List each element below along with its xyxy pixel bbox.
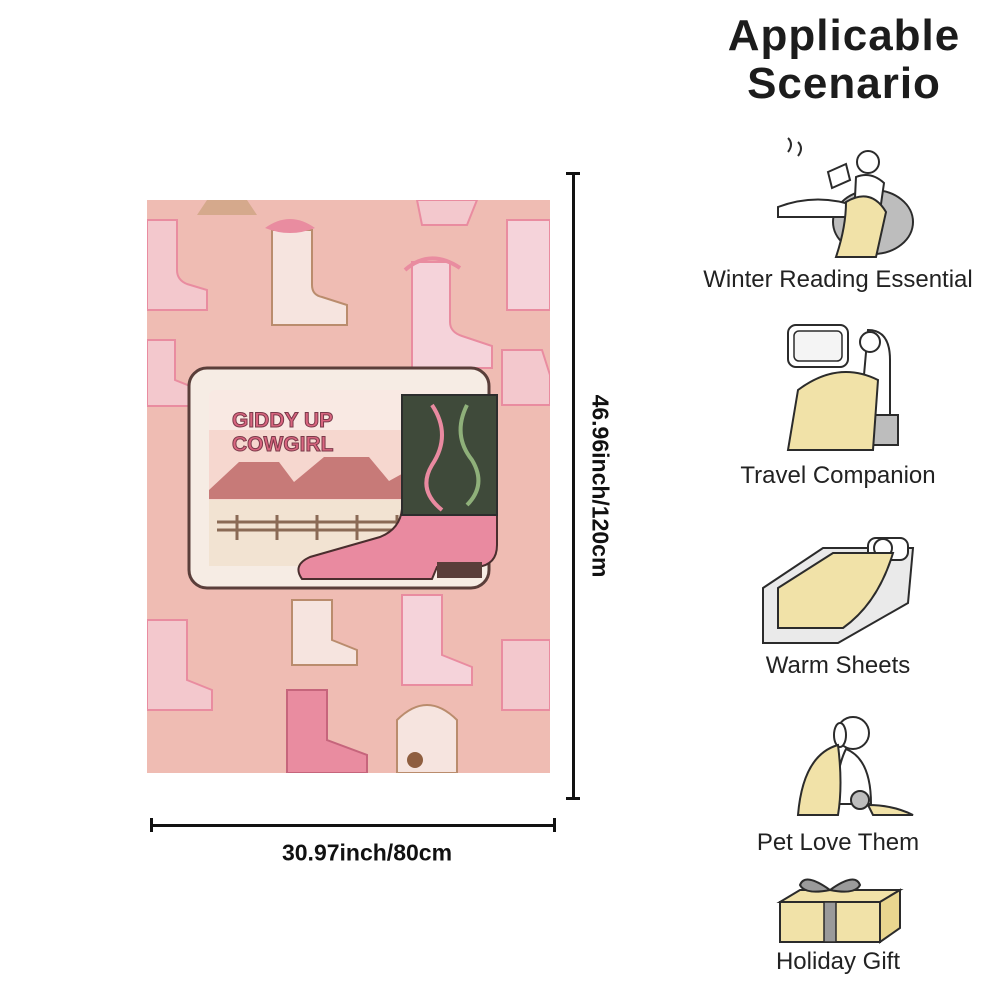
width-dimension-line [150, 818, 556, 832]
blanket-print: GIDDY UP COWGIRL [147, 200, 550, 773]
height-dimension-line [566, 172, 580, 800]
person-reading-on-sofa-icon [777, 137, 914, 258]
height-dimension-label: 46.96inch/120cm [587, 394, 614, 578]
scenario-holiday-gift: Holiday Gift [690, 872, 986, 976]
scenario-label: Warm Sheets [765, 652, 911, 679]
scenario-winter-reading: Winter Reading Essential [690, 132, 986, 294]
person-in-bed-icon [762, 537, 915, 644]
panel-title-line2: Scenario [747, 59, 941, 108]
scenario-label: Holiday Gift [775, 948, 901, 975]
panel-title: Applicable Scenario [704, 12, 984, 108]
giddy-up-text: GIDDY UP [232, 409, 333, 432]
boot-pattern-icon [147, 200, 550, 773]
scenario-warm-sheets: Warm Sheets [690, 518, 986, 680]
scenario-pet: Pet Love Them [690, 705, 986, 857]
scenario-label: Pet Love Them [756, 829, 920, 856]
person-on-plane-seat-icon [786, 324, 899, 451]
cowgirl-text: COWGIRL [232, 433, 334, 456]
panel-title-line1: Applicable [727, 11, 961, 60]
width-dimension-label: 30.97inch/80cm [281, 839, 453, 866]
blanket-artwork: GIDDY UP COWGIRL [147, 200, 550, 773]
scenario-label: Winter Reading Essential [703, 266, 973, 293]
gift-box-icon [776, 878, 904, 944]
scenario-travel: Travel Companion [690, 320, 986, 490]
framed-western-scene [187, 366, 498, 590]
dog-with-blanket-icon [796, 716, 914, 816]
scenario-label: Travel Companion [740, 462, 936, 489]
